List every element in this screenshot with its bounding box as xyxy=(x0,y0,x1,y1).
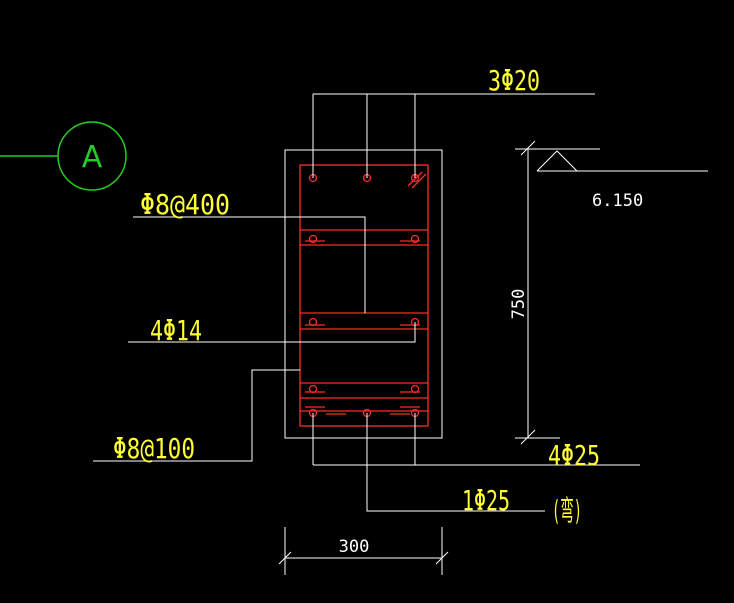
outer-stirrup xyxy=(299,164,429,427)
concrete-outline xyxy=(284,149,443,439)
hook-slash xyxy=(407,171,423,187)
rebar-bars xyxy=(308,173,420,418)
bottom-bars-label: 4Φ25 xyxy=(548,439,600,472)
leader-lines xyxy=(93,93,708,575)
width-dimension-label: 300 xyxy=(339,537,370,557)
axis-label: A xyxy=(82,140,103,175)
rebar-dot xyxy=(308,384,318,394)
top-stirrup-label: Φ8@400 xyxy=(140,188,230,221)
top-bars-label: 3Φ20 xyxy=(488,64,540,97)
rebar-dot xyxy=(410,384,420,394)
rebar-dot xyxy=(308,317,318,327)
axis-bubble xyxy=(57,121,127,191)
elevation-label: 6.150 xyxy=(592,191,643,211)
rebar-dot xyxy=(308,234,318,244)
height-dimension-label: 750 xyxy=(509,289,529,320)
side-bars-label: 4Φ14 xyxy=(150,314,202,347)
main-stirrup-label: Φ8@100 xyxy=(113,432,195,465)
grid-axis: A xyxy=(0,121,127,191)
rebar-dot xyxy=(410,234,420,244)
bent-note-label: (弯) xyxy=(552,494,582,527)
bent-bar-label: 1Φ25 xyxy=(462,484,510,517)
rebar-cage xyxy=(299,164,429,427)
